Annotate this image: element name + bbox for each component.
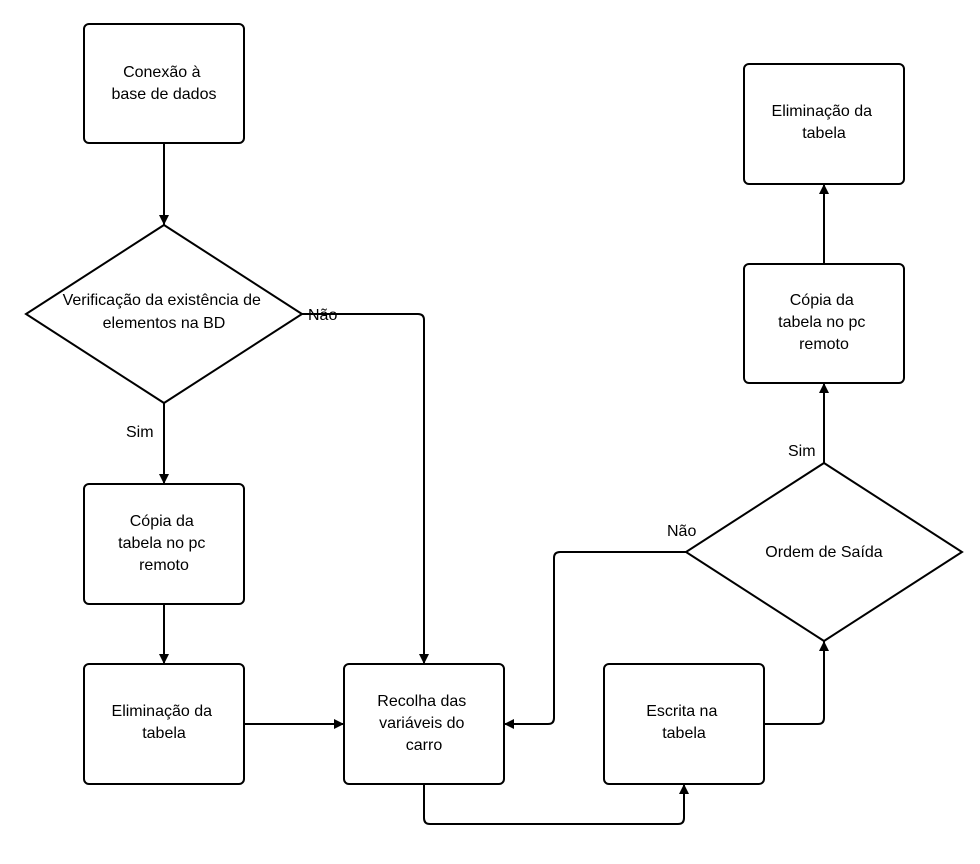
edge-label-exit-no: Não: [667, 523, 696, 540]
edge-check-no-to-collect: [302, 313, 429, 664]
node-copy-table-left-text: Cópia da tabela no pc remoto: [118, 513, 210, 574]
node-write-table-text: Escrita na tabela: [646, 703, 722, 742]
node-collect-vars-text: Recolha das variáveis do carro: [377, 693, 470, 754]
node-delete-table-right: [743, 63, 905, 185]
edge-write-to-exit: [764, 641, 829, 725]
edge-label-check-yes: Sim: [126, 424, 154, 441]
node-delete-table-right-text: Eliminação da tabela: [772, 103, 877, 142]
node-connect-db-text: Conexão à base de dados: [112, 64, 217, 103]
node-delete-table-left-text: Eliminação da tabela: [112, 703, 217, 742]
node-check-elements: [24, 223, 304, 405]
edge-exit-no-to-collect: [504, 551, 686, 729]
node-copy-table-right-text: Cópia da tabela no pc remoto: [778, 292, 870, 353]
node-connect-db: [83, 23, 245, 144]
edge-collect-to-write: [423, 784, 689, 825]
edge-label-check-no: Não: [308, 307, 337, 324]
node-exit-order: [684, 461, 964, 643]
node-exit-order-text: Ordem de Saída: [765, 544, 883, 561]
edge-label-exit-yes: Sim: [788, 443, 816, 460]
node-collect-vars: [343, 663, 505, 785]
node-write-table: [603, 663, 765, 785]
node-copy-table-right: [743, 263, 905, 384]
node-delete-table-left: [83, 663, 245, 785]
node-copy-table-left: [83, 483, 245, 605]
node-check-elements-text: Verificação da existência de elementos n…: [63, 292, 266, 332]
